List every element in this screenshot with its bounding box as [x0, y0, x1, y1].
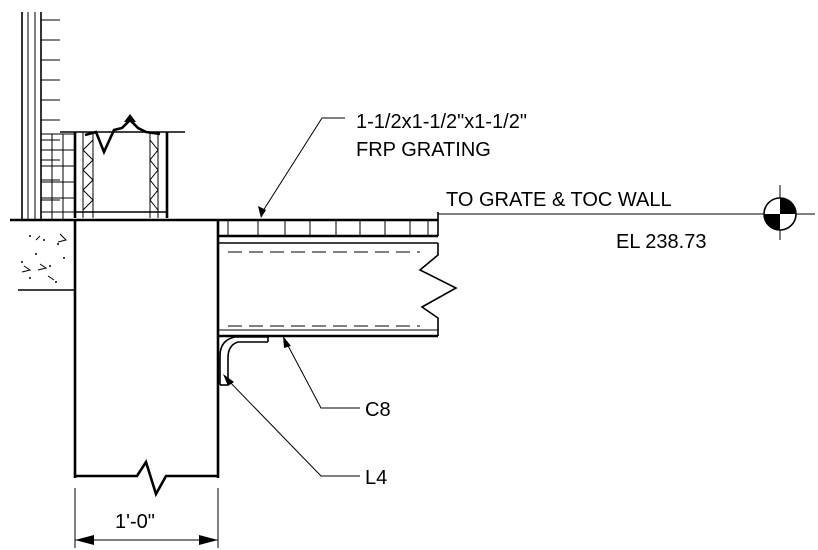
- grate-elev-note: TO GRATE & TOC WALL: [446, 189, 672, 211]
- grating-type-label: FRP GRATING: [356, 139, 491, 161]
- angle-label: L4: [365, 467, 387, 489]
- c8-leader: [284, 339, 360, 409]
- frp-grating: [217, 212, 439, 238]
- l4-arrowhead: [223, 374, 234, 386]
- grating-size-label: 1-1/2x1-1/2"x1-1/2": [356, 111, 527, 133]
- grate-elev-value: EL 238.73: [616, 231, 706, 253]
- wall-dimension: [74, 488, 219, 548]
- l4-angle: [219, 336, 269, 386]
- curb-section: [60, 114, 185, 218]
- concrete-fill: [18, 233, 75, 291]
- grating-leader: [260, 117, 345, 215]
- leaders: [223, 117, 360, 477]
- l4-leader: [225, 377, 360, 477]
- building-wall: [21, 12, 75, 220]
- channel-label: C8: [365, 399, 391, 421]
- grating-arrowhead: [258, 206, 266, 218]
- wall-base-grid: [41, 133, 75, 220]
- concrete-wall: [10, 218, 438, 498]
- wall-break-line: [75, 458, 218, 498]
- c8-channel: [218, 242, 458, 338]
- c8-arrowhead: [283, 336, 291, 348]
- channel-break-line: [418, 243, 458, 336]
- curb-peak-marker: [124, 114, 136, 122]
- wall-siding-ticks: [41, 19, 60, 201]
- elevation-callout: [438, 185, 815, 240]
- wall-dimension-label: 1'-0": [115, 511, 155, 533]
